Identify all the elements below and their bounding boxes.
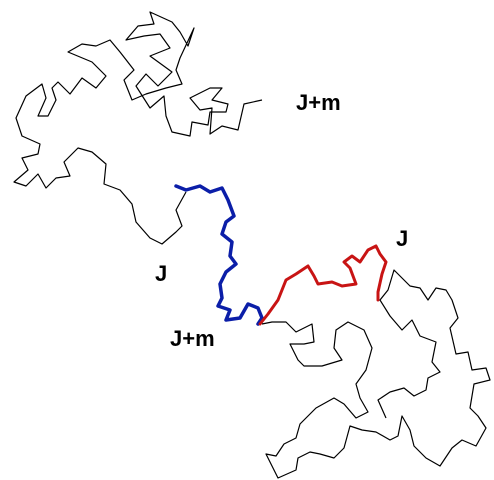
blue-path (174, 184, 264, 326)
upper-fractal-curve (13, 11, 263, 245)
label-j-left: J (155, 261, 168, 286)
label-j-plus-m-top: J+m (296, 90, 341, 115)
red-path (258, 244, 388, 326)
label-j-right: J (396, 226, 409, 251)
lower-fractal-curve (261, 269, 491, 479)
label-j-plus-m-bottom: J+m (170, 326, 215, 351)
